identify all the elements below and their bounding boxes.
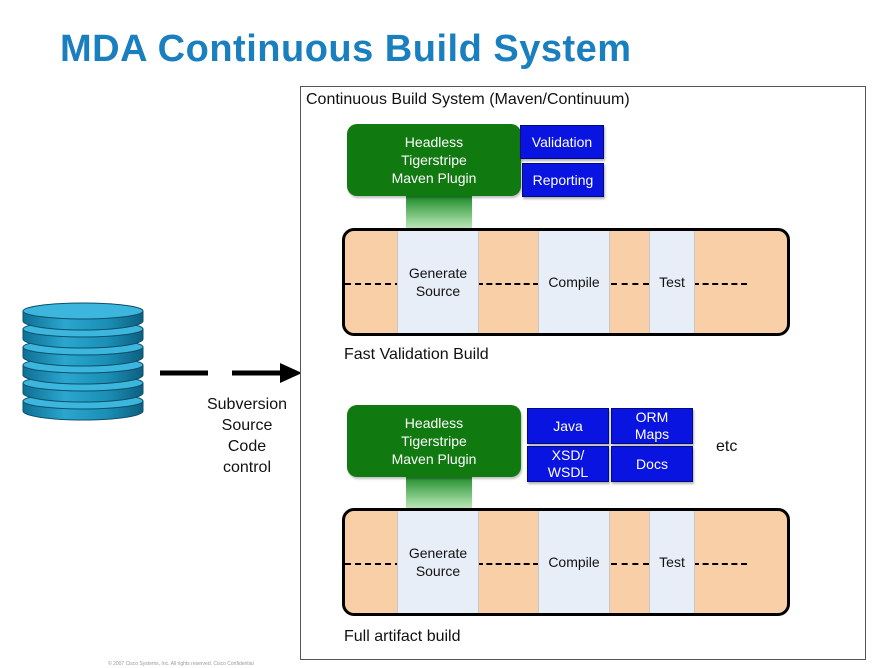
flow-dashes <box>693 283 747 285</box>
generate-source-stage: Generate Source <box>397 231 479 333</box>
flow-dashes <box>693 563 747 565</box>
flow-dashes <box>345 283 401 285</box>
test-stage: Test <box>649 511 695 613</box>
xsd-wsdl-output: XSD/ WSDL <box>527 446 609 482</box>
orm-maps-output: ORM Maps <box>611 408 693 444</box>
flow-dashes <box>477 283 539 285</box>
tigerstripe-plugin: Headless Tigerstripe Maven Plugin <box>347 405 521 477</box>
full-build-pipeline: Generate Source Compile Test <box>342 508 790 616</box>
dashed-arrow-icon <box>160 363 302 383</box>
build-system-label: Continuous Build System (Maven/Continuum… <box>306 91 630 108</box>
flow-dashes <box>345 563 401 565</box>
compile-stage: Compile <box>538 511 610 613</box>
footer-copyright: © 2007 Cisco Systems, Inc. All rights re… <box>108 661 254 667</box>
flow-dashes <box>611 563 649 565</box>
java-output: Java <box>527 408 609 444</box>
docs-output: Docs <box>611 446 693 482</box>
etc-label: etc <box>716 438 738 455</box>
validation-output: Validation <box>520 125 604 159</box>
fast-build-label: Fast Validation Build <box>344 346 489 363</box>
flow-dashes <box>477 563 539 565</box>
compile-stage: Compile <box>538 231 610 333</box>
flow-dashes <box>611 283 649 285</box>
full-build-label: Full artifact build <box>344 628 461 645</box>
fast-build-pipeline: Generate Source Compile Test <box>342 228 790 336</box>
reporting-output: Reporting <box>522 163 604 197</box>
page-title: MDA Continuous Build System <box>60 28 632 70</box>
source-control-label: Subversion Source Code control <box>206 396 288 476</box>
test-stage: Test <box>649 231 695 333</box>
tigerstripe-plugin: Headless Tigerstripe Maven Plugin <box>347 124 521 196</box>
database-icon <box>22 302 144 421</box>
generate-source-stage: Generate Source <box>397 511 479 613</box>
